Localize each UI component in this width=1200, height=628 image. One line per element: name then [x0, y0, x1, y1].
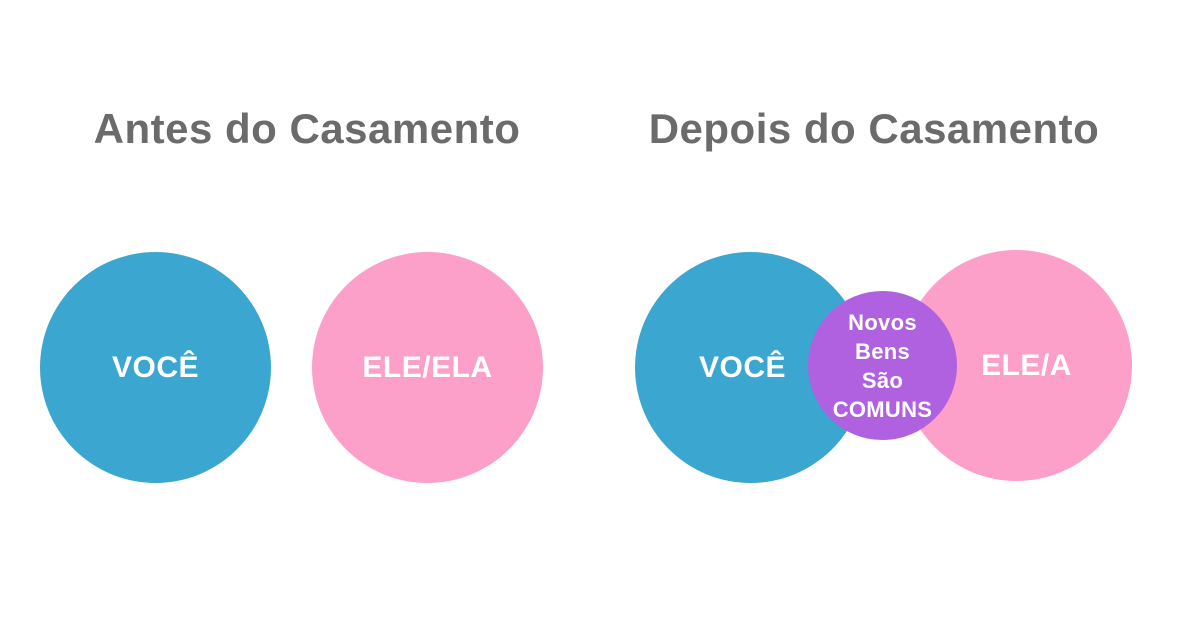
before-marriage-title: Antes do Casamento — [93, 105, 521, 152]
after-marriage-title: Depois do Casamento — [648, 105, 1100, 152]
overlap-line-4: COMUNS — [832, 396, 933, 422]
after-partner-label: ELE/A — [981, 348, 1072, 382]
before-you-label: VOCÊ — [111, 350, 200, 384]
before-partner-label: ELE/ELA — [362, 350, 493, 384]
overlap-line-1: Novos — [848, 309, 917, 335]
overlap-line-3: São — [861, 367, 904, 393]
before-partner-circle: ELE/ELA — [312, 252, 543, 483]
before-you-circle: VOCÊ — [40, 252, 271, 483]
after-you-label: VOCÊ — [698, 350, 787, 384]
overlap-line-2: Bens — [855, 338, 910, 364]
after-overlap-circle: Novos Bens São COMUNS — [808, 291, 957, 440]
